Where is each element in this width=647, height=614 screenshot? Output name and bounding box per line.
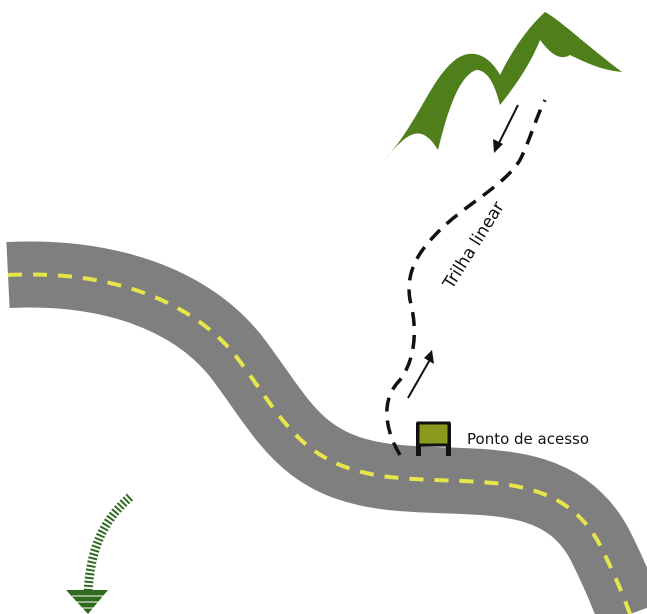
direction-arrow-icon: [408, 350, 434, 398]
trail-path: [387, 100, 545, 455]
tree-icon: [66, 497, 130, 614]
direction-arrow-icon: [493, 105, 518, 153]
trail-label: Trilha linear: [439, 198, 509, 293]
mountain-icon: [383, 12, 622, 162]
trail: [387, 100, 545, 455]
access-point-label: Ponto de acesso: [467, 430, 589, 448]
